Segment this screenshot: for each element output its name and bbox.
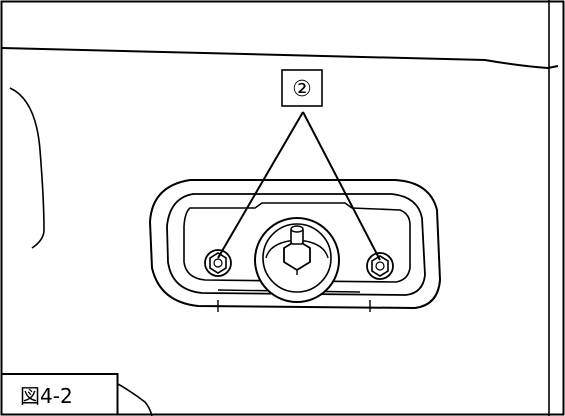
figure-label: 図4-2	[20, 384, 73, 408]
bottom-sweep-line	[117, 383, 153, 416]
leader-line-right	[302, 111, 381, 261]
leader-line-left	[217, 111, 304, 259]
right-nut	[366, 252, 394, 280]
left-nut	[204, 249, 232, 277]
bracket-plate-inner	[166, 193, 426, 296]
figure-label-box: 図4-2	[0, 373, 119, 416]
bracket-recess	[183, 202, 411, 283]
left-panel-outline	[9, 87, 45, 249]
bracket-plate-outer	[148, 179, 442, 310]
callout-label: ②	[292, 77, 312, 102]
center-stud	[254, 217, 340, 303]
panel-top-edge	[1, 47, 559, 70]
callout-box: ②	[281, 69, 323, 107]
